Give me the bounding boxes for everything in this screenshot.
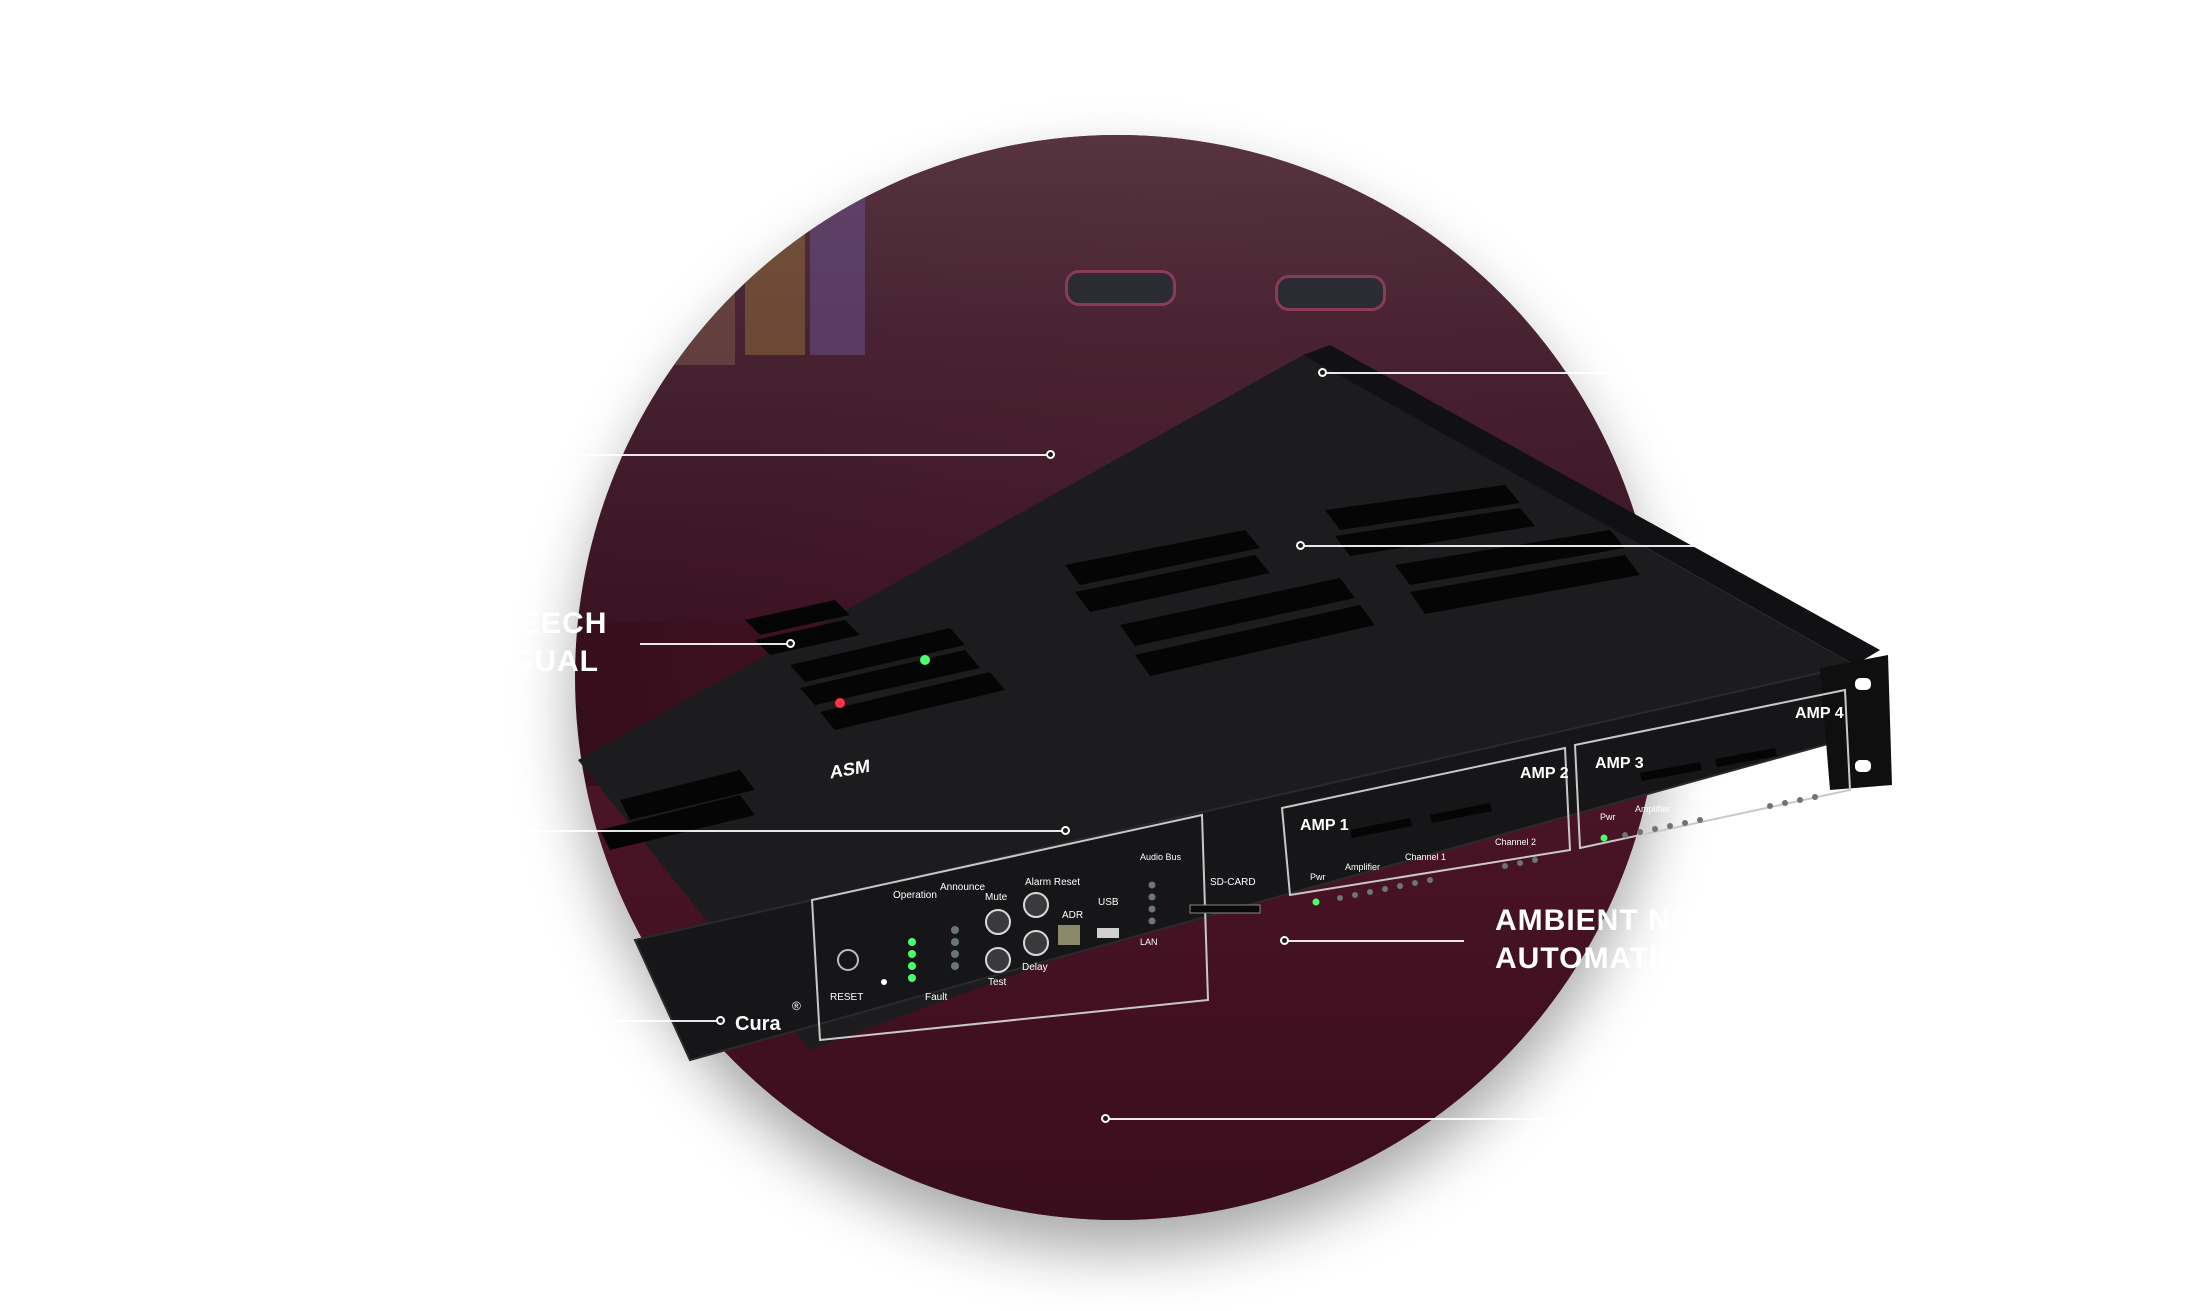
callout-dot [1101,1114,1110,1123]
wall-tile [745,175,805,355]
status-led-green [920,655,930,665]
delay-label: Delay [1022,962,1048,973]
vent-grille-left [600,600,1005,850]
reset-label: RESET [830,992,863,1003]
wall-tile [675,215,735,365]
amp2-title: AMP 2 [1520,765,1569,782]
mute-button[interactable] [985,909,1011,935]
brand-mark: ® [792,999,801,1013]
amp-panel-border-2 [1573,688,1852,850]
amp-panel-border-1 [1280,746,1572,897]
usb-label: USB [1098,897,1119,908]
callout-line-vents [1300,545,1760,547]
rack-ear-hole [1855,678,1871,690]
device-top-surface [578,355,1855,1050]
amp1-channel: Channel 1 [1405,852,1446,862]
callout-dot [1061,826,1070,835]
platform-sign [1065,270,1176,306]
callout-dot [1318,368,1327,377]
amp3-title: AMP 3 [1595,755,1644,772]
adr-label: ADR [1062,910,1083,921]
sd-card-slot[interactable] [1189,904,1261,914]
vent-grille-center [1065,530,1375,676]
callout-speech-text: SPEECH INGUAL [478,607,608,678]
callout-dot [1046,450,1055,459]
amp1-title: AMP 1 [1300,817,1349,834]
test-button[interactable] [985,947,1011,973]
alarm-reset-button[interactable] [1023,892,1049,918]
amp3-pwr: Pwr [1600,812,1616,822]
amp3-channel: Channel 3 [1690,792,1731,802]
rack-ear [1820,655,1892,790]
amp-status-leds [1337,794,1818,901]
status-led-red [835,698,845,708]
operation-label: Operation [893,890,937,901]
amp3-amplifier: Amplifier [1635,804,1670,814]
operation-leds [908,938,916,982]
callout-line-speech [640,643,790,645]
amp4-title: AMP 4 [1795,705,1844,722]
platform-sign [1275,275,1386,311]
callout-line-top-surface [560,454,1050,456]
announce-leds [951,926,959,970]
nfc-icon [837,949,859,971]
amp4-channel: Channel 4 [1765,777,1806,787]
amp1-amplifier: Amplifier [1345,862,1380,872]
callout-line-side [520,830,1065,832]
brand-logo: Cura [735,1013,781,1035]
amp1-pwr: Pwr [1310,872,1326,882]
mute-label: Mute [985,892,1008,903]
vent-grille-right [1325,485,1640,614]
callout-dot [786,639,795,648]
amp-vents [1350,748,1777,838]
usb-port[interactable] [1097,928,1119,938]
test-label: Test [988,977,1007,988]
callout-line-bottom [1105,1118,1645,1120]
adr-switch[interactable] [1058,925,1080,945]
amp-power-leds [1312,834,1608,906]
callout-line-ambient [1284,940,1464,942]
callout-line-brand [600,1020,720,1022]
callout-dot [1280,936,1289,945]
sd-card-label: SD-CARD [1210,877,1256,888]
lan-label: LAN [1140,937,1158,947]
callout-dot [716,1016,725,1025]
announce-label: Announce [940,882,985,893]
callout-line-top-panel [1320,372,1660,374]
callout-ambient-text: AMBIENT NOISE AUTOMATIC LE [1495,904,1745,975]
alarm-reset-label: Alarm Reset [1025,877,1080,888]
fault-label: Fault [925,992,947,1003]
reset-button[interactable] [881,979,887,985]
audio-bus-label: Audio Bus [1140,852,1182,862]
rack-ear-hole [1855,760,1871,772]
asm-panel-border [810,813,1210,1042]
amp2-channel: Channel 2 [1495,837,1536,847]
delay-button[interactable] [1023,930,1049,956]
wall-tile [810,185,865,355]
audio-bus-leds [1148,881,1156,925]
callout-dot [1296,541,1305,550]
